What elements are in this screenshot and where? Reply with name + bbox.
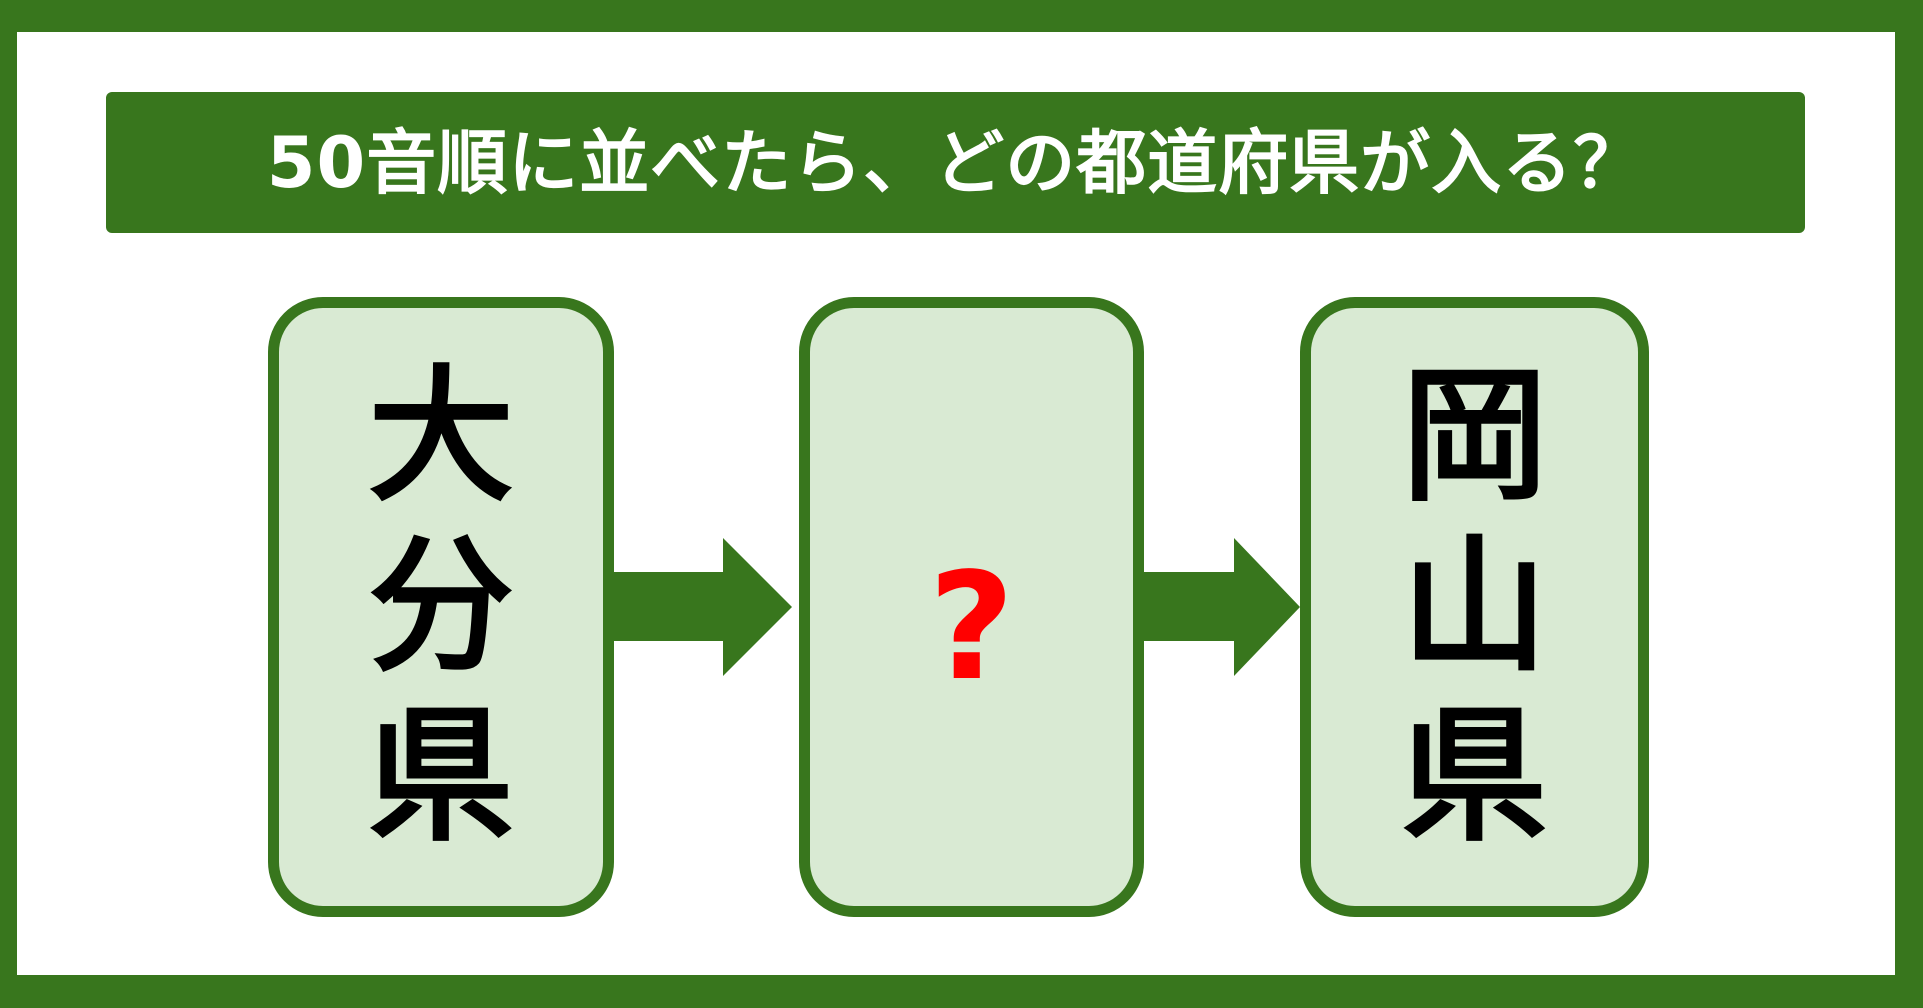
card-char: 山: [1401, 522, 1548, 692]
card-char: 県: [368, 692, 514, 862]
card-char: 岡: [1401, 352, 1548, 522]
arrow-shaft: [614, 572, 724, 641]
card-oita: 大 分 県: [268, 297, 614, 917]
card-char: 大: [368, 352, 514, 522]
card-okayama: 岡 山 県: [1300, 297, 1649, 917]
card-char: 分: [368, 522, 514, 692]
quiz-title: 50音順に並べたら、どの都道府県が入る？: [266, 121, 1645, 204]
title-banner: 50音順に並べたら、どの都道府県が入る？: [106, 92, 1805, 233]
arrow-head: [723, 538, 792, 676]
arrow-head: [1234, 538, 1300, 676]
card-char: 県: [1401, 692, 1548, 862]
card-unknown: ?: [799, 297, 1144, 917]
arrow-shaft: [1144, 572, 1235, 641]
question-mark-icon: ?: [928, 541, 1015, 713]
